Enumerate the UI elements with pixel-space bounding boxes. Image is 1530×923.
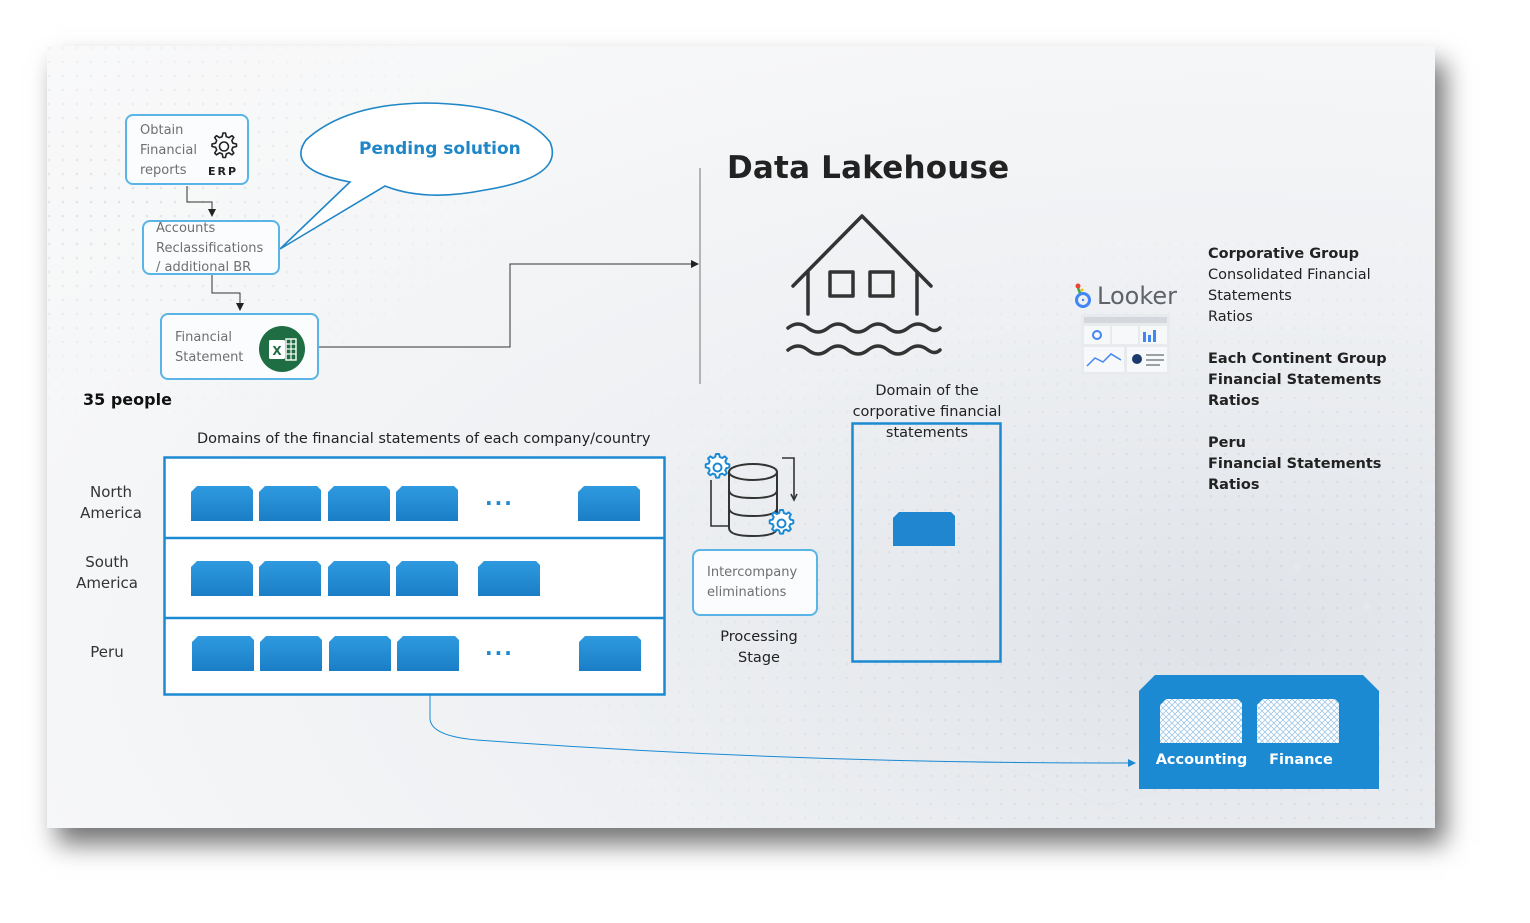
svg-text:X: X xyxy=(272,344,282,358)
domains-grid xyxy=(163,456,666,696)
sa-domain-3 xyxy=(328,561,390,596)
sa-domain-2 xyxy=(259,561,321,596)
gear-icon xyxy=(211,132,238,159)
intercompany-line-2: eliminations xyxy=(707,585,787,600)
report-peru-line-3: Ratios xyxy=(1208,477,1260,493)
row-label-south-america: South America xyxy=(69,552,145,594)
na-domain-3 xyxy=(328,486,390,521)
row-label-na-2: America xyxy=(80,504,142,522)
connector-peru-accounting xyxy=(429,674,1136,768)
row-label-north-america: North America xyxy=(73,482,149,524)
erp-box-line-1: Obtain xyxy=(140,123,184,138)
connectors xyxy=(186,168,1136,768)
processing-label-1: Processing xyxy=(720,629,798,645)
domains-title: Domains of the financial statements of e… xyxy=(197,431,651,447)
erp-box-line-3: reports xyxy=(140,163,187,178)
na-domain-4 xyxy=(396,486,458,521)
row-label-peru-1: Peru xyxy=(90,643,124,661)
intercompany-line-1: Intercompany xyxy=(707,565,798,580)
peru-domain-3 xyxy=(329,636,391,671)
peru-domain-4 xyxy=(397,636,459,671)
sa-domain-1 xyxy=(191,561,253,596)
bubble-text: Pending solution xyxy=(359,139,521,159)
slide: Pending solution Obtain Financial report… xyxy=(47,46,1435,828)
report-continent-line-3: Ratios xyxy=(1208,393,1260,409)
row-label-sa-1: South xyxy=(85,553,129,571)
peru-domain-1 xyxy=(192,636,254,671)
erp-box-line-2: Financial xyxy=(140,143,197,158)
corporate-label-1: Domain of the xyxy=(875,383,979,399)
report-group-corporative: Corporative Group Consolidated Financial… xyxy=(1208,244,1371,328)
reclass-box: Accounts Reclassifications / additional … xyxy=(142,220,280,275)
connector-erp-reclass xyxy=(186,186,216,217)
finance-block xyxy=(1257,699,1339,743)
na-domain-2 xyxy=(259,486,321,521)
reclass-line-1: Accounts xyxy=(156,221,216,236)
finance-label: Finance xyxy=(1269,752,1333,768)
dashboard-thumbnail xyxy=(1081,314,1170,375)
fs-line-1: Financial xyxy=(175,330,232,345)
report-group-continent: Each Continent Group Financial Statement… xyxy=(1208,349,1387,412)
accounting-block xyxy=(1160,699,1242,743)
intercompany-box: Intercompany eliminations xyxy=(692,549,818,616)
report-corporative-line-1: Consolidated Financial xyxy=(1208,267,1371,283)
peru-ellipsis: ... xyxy=(485,636,514,660)
sa-domain-5 xyxy=(478,561,540,596)
na-ellipsis: ... xyxy=(485,486,514,510)
na-domain-1 xyxy=(191,486,253,521)
people-count: 35 people xyxy=(83,390,172,409)
consumer-panel xyxy=(1139,675,1379,789)
erp-box: Obtain Financial reports ERP xyxy=(125,114,249,185)
corporate-domain-box xyxy=(851,422,1002,663)
house-on-water-icon xyxy=(786,214,942,356)
connector-reclass-fs xyxy=(211,275,244,311)
background-texture xyxy=(47,46,1435,828)
lakehouse-title: Data Lakehouse xyxy=(727,150,1010,186)
corporate-label-3: statements xyxy=(885,425,969,441)
report-continent-line-1: Each Continent Group xyxy=(1208,351,1387,367)
looker-label: Looker xyxy=(1097,282,1177,310)
reclass-line-2: Reclassifications xyxy=(156,241,264,256)
looker-logo-icon xyxy=(1075,283,1091,308)
report-peru-line-2: Financial Statements xyxy=(1208,456,1382,472)
corporate-domain-label: Domain of the corporative financial stat… xyxy=(842,381,1012,444)
report-group-peru: Peru Financial Statements Ratios xyxy=(1208,433,1381,496)
erp-label: ERP xyxy=(208,165,239,178)
report-corporative-title: Corporative Group xyxy=(1208,246,1359,262)
na-domain-5 xyxy=(578,486,640,521)
database-gear-icon xyxy=(704,453,798,538)
row-label-sa-2: America xyxy=(76,574,138,592)
report-corporative-line-2: Statements xyxy=(1208,288,1292,304)
reclass-line-3: / additional BR xyxy=(156,260,252,275)
row-label-na-1: North xyxy=(90,483,132,501)
processing-label-2: Stage xyxy=(738,650,780,666)
peru-domain-2 xyxy=(260,636,322,671)
pending-bubble xyxy=(279,102,554,250)
report-corporative-line-3: Ratios xyxy=(1208,309,1253,325)
row-label-peru: Peru xyxy=(69,642,145,663)
report-continent-line-2: Financial Statements xyxy=(1208,372,1382,388)
accounting-label: Accounting xyxy=(1155,752,1248,768)
connector-fs-lakehouse xyxy=(318,260,699,348)
sa-domain-4 xyxy=(396,561,458,596)
report-peru-line-1: Peru xyxy=(1208,435,1246,451)
corporate-domain-block xyxy=(893,512,955,546)
excel-icon: X xyxy=(259,326,305,372)
corporate-label-2: corporative financial xyxy=(852,404,1002,420)
fs-line-2: Statement xyxy=(175,350,244,365)
financial-statement-box: Financial Statement X xyxy=(160,313,319,380)
processing-stage-label: Processing Stage xyxy=(709,627,809,669)
peru-domain-5 xyxy=(579,636,641,671)
